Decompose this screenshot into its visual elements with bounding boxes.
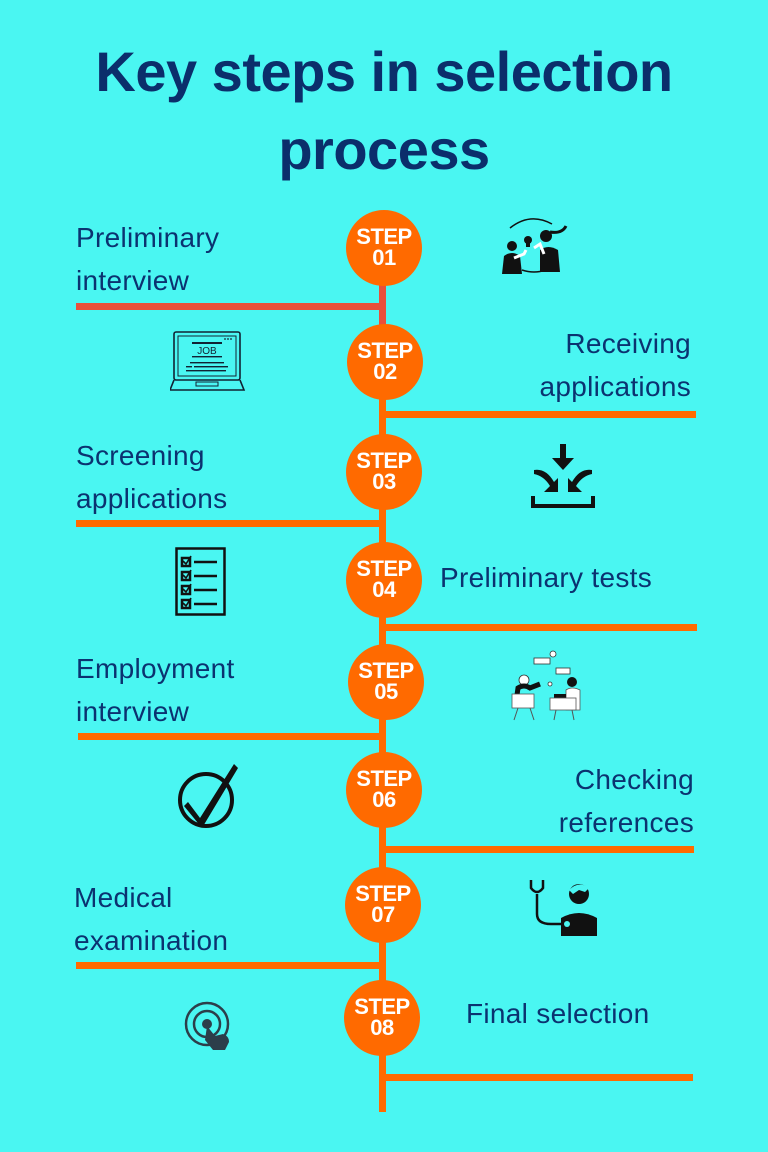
step-03-label: Screening applications: [76, 434, 227, 520]
conversation-chairs-icon: [510, 650, 600, 722]
step-04-label: Preliminary tests: [440, 556, 652, 599]
label-line1: Checking: [574, 764, 694, 795]
step-word: STEP: [356, 448, 412, 474]
step-07-label: Medical examination: [74, 876, 228, 962]
step-word: STEP: [357, 338, 413, 364]
step-badge-07: STEP 07: [345, 867, 421, 943]
connector-step-04: [382, 624, 697, 631]
label-line2: references: [558, 807, 694, 838]
step-badge-06: STEP 06: [346, 752, 422, 828]
label-line1: Medical: [74, 882, 173, 913]
label-line1: Final selection: [466, 998, 650, 1029]
check-circle-icon: [176, 758, 242, 830]
step-word: STEP: [356, 766, 412, 792]
step-number: 06: [372, 787, 396, 812]
step-word: STEP: [358, 658, 414, 684]
step-badge-05: STEP 05: [348, 644, 424, 720]
label-line2: interview: [76, 265, 190, 296]
interview-people-icon: [500, 214, 582, 276]
step-06-label: Checking references: [559, 758, 694, 844]
step-word: STEP: [354, 994, 410, 1020]
connector-step-06: [382, 846, 694, 853]
label-line1: Receiving: [565, 328, 691, 359]
connector-step-02: [382, 411, 696, 418]
step-badge-01: STEP 01: [346, 210, 422, 286]
step-01-label: Preliminary interview: [76, 216, 219, 302]
label-line1: Preliminary: [76, 222, 220, 253]
connector-step-01: [76, 303, 385, 310]
step-02-label: Receiving applications: [540, 322, 691, 408]
step-number: 05: [374, 679, 398, 704]
label-line2: applications: [76, 483, 228, 514]
step-08-label: Final selection: [466, 992, 649, 1035]
step-number: 03: [372, 469, 396, 494]
step-number: 08: [370, 1015, 394, 1040]
step-number: 07: [371, 902, 395, 927]
connector-step-05: [78, 733, 384, 740]
label-line2: applications: [539, 371, 691, 402]
step-number: 01: [372, 245, 396, 270]
step-badge-02: STEP 02: [347, 324, 423, 400]
connector-step-03: [76, 520, 384, 527]
svg-text:JOB: JOB: [197, 346, 217, 357]
label-line1: Preliminary tests: [440, 562, 653, 593]
connector-step-07: [76, 962, 382, 969]
label-line2: examination: [74, 925, 229, 956]
step-word: STEP: [356, 224, 412, 250]
label-line1: Employment: [76, 653, 235, 684]
page-title-line2: process: [278, 118, 490, 181]
label-line2: interview: [76, 696, 190, 727]
job-laptop-icon: JOB: [170, 330, 246, 394]
page-title-line1: Key steps in selection: [95, 40, 673, 103]
checklist-icon: [175, 547, 227, 617]
label-line1: Screening: [76, 440, 205, 471]
step-word: STEP: [355, 881, 411, 907]
step-05-label: Employment interview: [76, 647, 235, 733]
connector-step-08: [382, 1074, 693, 1081]
doctor-stethoscope-icon: [527, 874, 601, 936]
step-badge-03: STEP 03: [346, 434, 422, 510]
step-badge-08: STEP 08: [344, 980, 420, 1056]
step-number: 04: [372, 577, 396, 602]
step-word: STEP: [356, 556, 412, 582]
tap-target-icon: [183, 998, 237, 1052]
step-number: 02: [373, 359, 397, 384]
step-badge-04: STEP 04: [346, 542, 422, 618]
inbox-download-icon: [530, 444, 596, 510]
